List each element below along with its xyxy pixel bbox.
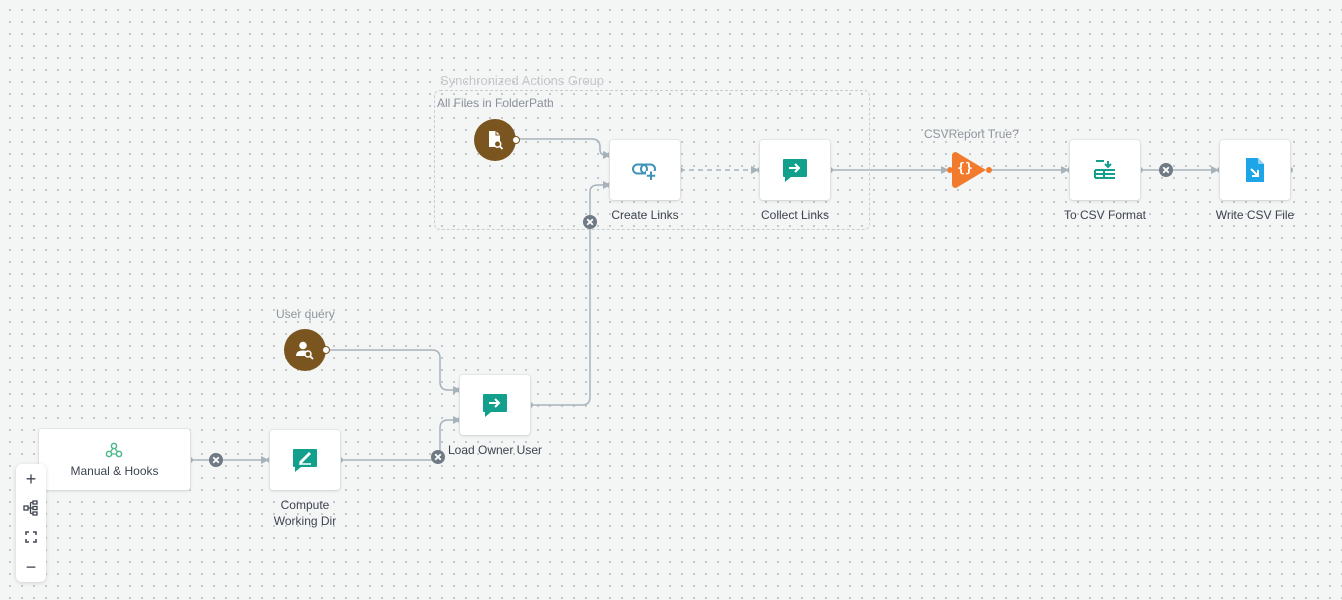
csvreport-switch-node[interactable]: {} bbox=[948, 150, 990, 190]
compute-edit-icon bbox=[293, 449, 317, 472]
user-search-icon bbox=[296, 341, 314, 360]
collect-links-label: Collect Links bbox=[760, 208, 830, 222]
write-csv-file-label: Write CSV File bbox=[1215, 208, 1295, 222]
fit-view-button[interactable] bbox=[16, 522, 46, 551]
collect-links-node[interactable] bbox=[760, 140, 830, 200]
canvas-controls: + − bbox=[16, 464, 46, 582]
csv-transform-icon bbox=[1094, 160, 1115, 179]
edge-allfiles-createlinks bbox=[516, 138, 611, 159]
all-files-iterator-node[interactable] bbox=[474, 119, 516, 161]
compute-working-dir-node[interactable] bbox=[270, 430, 340, 490]
load-owner-user-label: Load Owner User bbox=[447, 443, 543, 457]
group-subtitle: All Files in FolderPath bbox=[437, 96, 554, 110]
edge-userquery-loadowner bbox=[326, 349, 461, 394]
zoom-in-button[interactable]: + bbox=[16, 464, 46, 493]
user-query-node[interactable] bbox=[284, 329, 326, 371]
delete-edge-button[interactable] bbox=[430, 449, 446, 465]
link-add-icon bbox=[632, 163, 656, 181]
braces-symbol: {} bbox=[957, 161, 973, 176]
delete-edge-button[interactable] bbox=[1158, 162, 1174, 178]
webhook-icon bbox=[105, 442, 123, 458]
synchronized-actions-group[interactable] bbox=[434, 90, 870, 230]
output-handle[interactable] bbox=[322, 346, 330, 354]
create-links-node[interactable] bbox=[610, 140, 680, 200]
load-owner-user-node[interactable] bbox=[460, 375, 530, 435]
file-write-icon bbox=[1246, 158, 1264, 182]
delete-edge-button[interactable] bbox=[208, 452, 224, 468]
user-query-caption: User query bbox=[276, 307, 335, 321]
manual-hooks-label: Manual & Hooks bbox=[70, 464, 159, 478]
edge-loadowner-createlinks bbox=[530, 181, 611, 406]
switch-caption: CSVReport True? bbox=[924, 127, 1019, 141]
action-arrow-icon bbox=[783, 159, 807, 182]
to-csv-format-node[interactable] bbox=[1070, 140, 1140, 200]
to-csv-format-label: To CSV Format bbox=[1063, 208, 1147, 222]
delete-edge-button[interactable] bbox=[582, 214, 598, 230]
zoom-out-button[interactable]: − bbox=[16, 552, 46, 581]
manual-hooks-trigger-node[interactable]: Manual & Hooks bbox=[39, 429, 190, 490]
output-handle[interactable] bbox=[512, 136, 520, 144]
braces-icon bbox=[952, 152, 986, 188]
compute-working-dir-label: Compute Working Dir bbox=[273, 498, 337, 528]
write-csv-file-node[interactable] bbox=[1220, 140, 1290, 200]
action-arrow-icon bbox=[483, 394, 507, 417]
file-search-icon bbox=[489, 131, 504, 150]
minus-icon: − bbox=[25, 556, 37, 577]
auto-layout-button[interactable] bbox=[16, 493, 46, 522]
create-links-label: Create Links bbox=[611, 208, 679, 222]
plus-icon: + bbox=[25, 468, 37, 489]
fullscreen-icon bbox=[25, 530, 37, 543]
tree-layout-icon bbox=[23, 499, 38, 516]
group-title: Synchronized Actions Group bbox=[440, 73, 605, 88]
